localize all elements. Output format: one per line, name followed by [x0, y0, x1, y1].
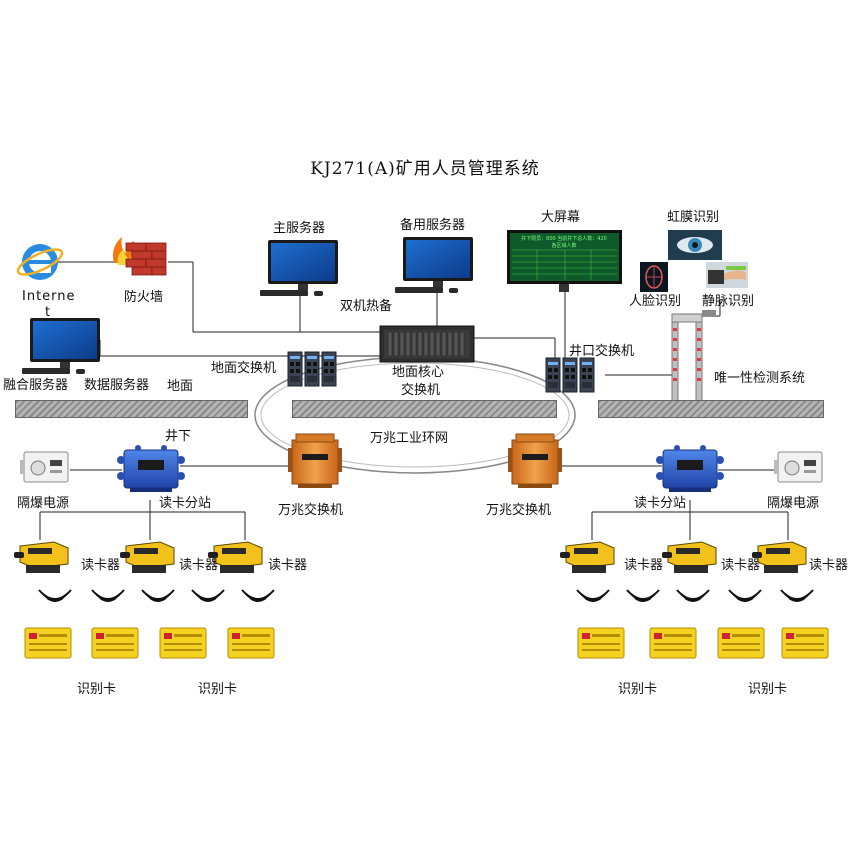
wireless-signal-icon [780, 589, 814, 602]
label-id-card: 识别卡 [77, 682, 117, 697]
label-vein: 静脉识别 [702, 294, 755, 309]
main-server-monitor-icon [260, 240, 338, 296]
gig-switch-right-icon [507, 433, 563, 489]
wireless-signal-icon [241, 589, 275, 602]
label-reader: 读卡器 [268, 558, 308, 573]
card-reader-icon [13, 541, 69, 574]
backup-server-monitor-icon [395, 237, 473, 293]
label-hot-standby: 双机热备 [340, 299, 393, 314]
shaft-switch-icon [545, 357, 595, 393]
wireless-signal-icon [141, 589, 175, 602]
card-substation-left-icon [116, 444, 186, 493]
ring-network-inner [260, 362, 570, 468]
label-data-server: 数据服务器 [84, 378, 150, 393]
ground-bar-right [598, 400, 824, 418]
label-reader: 读卡器 [179, 558, 219, 573]
label-id-card: 识别卡 [618, 682, 658, 697]
diagram-title: KJ271(A)矿用人员管理系统 [310, 159, 540, 179]
wireless-signal-icon [91, 589, 125, 602]
label-fusion-server: 融合服务器 [3, 378, 69, 393]
label-id-card: 识别卡 [198, 682, 238, 697]
id-card-icon [227, 627, 275, 659]
label-ring: 万兆工业环网 [370, 431, 449, 446]
id-card-icon [577, 627, 625, 659]
wireless-signal-icon [38, 589, 72, 602]
core-switch-icon [379, 325, 475, 363]
id-card-icon [717, 627, 765, 659]
wireless-signal-icon [576, 589, 610, 602]
card-substation-right-icon [655, 444, 725, 493]
card-reader-icon [751, 541, 807, 574]
label-internet-2: t [45, 305, 51, 320]
label-underground: 井下 [165, 429, 192, 444]
label-iris: 虹膜识别 [667, 210, 720, 225]
screen-header: 井下限员：800 当前井下总人数：420 [521, 235, 607, 242]
id-card-icon [91, 627, 139, 659]
label-firewall: 防火墙 [124, 290, 164, 305]
label-backup-server: 备用服务器 [400, 218, 466, 233]
label-power-left: 隔爆电源 [17, 496, 70, 511]
label-core-switch-1: 地面核心 [392, 365, 445, 380]
wireless-signal-icon [191, 589, 225, 602]
label-power-right: 隔爆电源 [767, 496, 820, 511]
label-ground-switch: 地面交换机 [211, 361, 277, 376]
gig-switch-left-icon [287, 433, 343, 489]
face-icon [640, 262, 668, 292]
fusion-server-monitor-icon [22, 318, 100, 374]
power-supply-right-icon [773, 451, 823, 483]
ground-bar-middle [292, 400, 557, 418]
id-card-icon [24, 627, 72, 659]
label-face: 人脸识别 [629, 294, 682, 309]
wireless-signal-icon [728, 589, 762, 602]
label-main-server: 主服务器 [273, 221, 326, 236]
label-internet-1: Interne [22, 289, 76, 304]
iris-icon [668, 230, 722, 260]
screen-sub: 各区域人数 [551, 242, 576, 249]
label-substation-right: 读卡分站 [634, 496, 687, 511]
card-reader-icon [559, 541, 615, 574]
card-reader-icon [661, 541, 717, 574]
label-ground: 地面 [167, 379, 194, 394]
internet-explorer-icon [16, 244, 64, 280]
id-card-icon [649, 627, 697, 659]
ground-switch-icon [287, 351, 337, 387]
led-screen-icon: 井下限员：800 当前井下总人数：420 各区域人数 [507, 230, 622, 292]
firewall-icon [113, 237, 167, 276]
label-big-screen: 大屏幕 [541, 210, 581, 225]
label-core-switch-2: 交换机 [401, 383, 441, 398]
ground-bar-left [15, 400, 248, 418]
label-reader: 读卡器 [624, 558, 664, 573]
label-reader: 读卡器 [809, 558, 849, 573]
vein-icon [706, 262, 748, 288]
label-reader: 读卡器 [81, 558, 121, 573]
label-unique-detect: 唯一性检测系统 [714, 371, 806, 386]
wireless-signal-icon [626, 589, 660, 602]
wireless-signal-icon [676, 589, 710, 602]
label-id-card: 识别卡 [748, 682, 788, 697]
id-card-icon [781, 627, 829, 659]
power-supply-left-icon [19, 451, 69, 483]
id-card-icon [159, 627, 207, 659]
metal-detector-gate-icon [671, 310, 716, 405]
card-reader-icon [119, 541, 175, 574]
label-gig-switch-right: 万兆交换机 [486, 503, 552, 518]
label-reader: 读卡器 [721, 558, 761, 573]
label-shaft-switch: 井口交换机 [569, 344, 635, 359]
label-substation-left: 读卡分站 [159, 496, 212, 511]
label-gig-switch-left: 万兆交换机 [278, 503, 344, 518]
